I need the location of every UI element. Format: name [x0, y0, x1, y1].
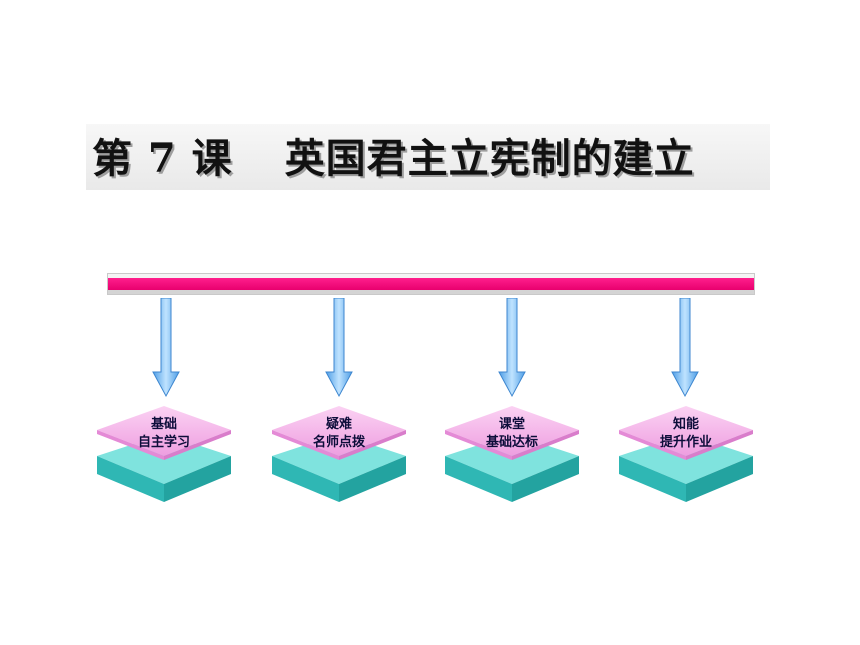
card-class-practice[interactable]: 课堂 基础达标 — [445, 404, 579, 504]
lesson-name: 英国君主立宪制的建立 — [284, 135, 695, 182]
card-label: 知能 提升作业 — [619, 416, 753, 452]
card-label-line2: 自主学习 — [137, 435, 190, 450]
card-label-line1: 基础 — [150, 417, 177, 432]
card-label-line1: 课堂 — [498, 417, 525, 432]
down-arrow-icon — [152, 298, 180, 398]
lesson-number: 第 7 课 — [92, 135, 233, 182]
layer-stack-icon — [97, 406, 231, 502]
layer-stack-icon — [619, 406, 753, 502]
card-homework[interactable]: 知能 提升作业 — [619, 404, 753, 504]
card-label-line1: 知能 — [672, 417, 699, 432]
card-label-line2: 名师点拨 — [312, 435, 365, 450]
down-arrow-icon — [325, 298, 353, 398]
card-label: 基础 自主学习 — [97, 416, 231, 452]
down-arrow-icon — [671, 298, 699, 398]
card-label-line2: 基础达标 — [485, 435, 538, 450]
lesson-title: 第 7 课 英国君主立宪制的建立 — [92, 131, 772, 187]
card-label-line2: 提升作业 — [659, 435, 712, 450]
down-arrow-icon — [498, 298, 526, 398]
card-label: 课堂 基础达标 — [445, 416, 579, 452]
card-teacher-guidance[interactable]: 疑难 名师点拨 — [272, 404, 406, 504]
card-self-study[interactable]: 基础 自主学习 — [97, 404, 231, 504]
card-label-line1: 疑难 — [325, 417, 352, 432]
title-banner — [86, 124, 770, 190]
layer-stack-icon — [272, 406, 406, 502]
layer-stack-icon — [445, 406, 579, 502]
pink-divider-bar — [107, 273, 755, 295]
card-label: 疑难 名师点拨 — [272, 416, 406, 452]
